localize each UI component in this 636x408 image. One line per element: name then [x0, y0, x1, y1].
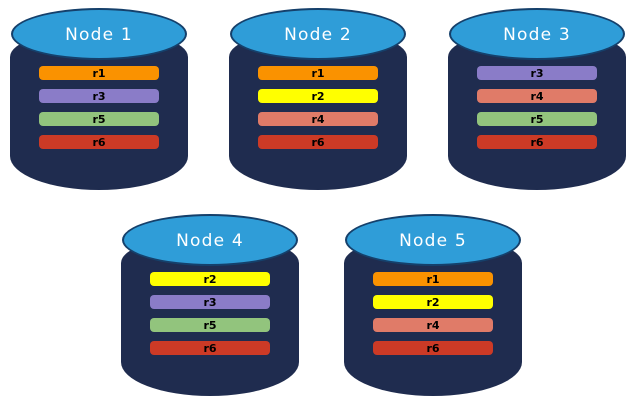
node-title: Node 1 [65, 24, 133, 45]
replica-bar[interactable]: r1 [39, 66, 159, 80]
cylinder-top-icon: Node 1 [11, 8, 187, 60]
replica-bar[interactable]: r6 [258, 135, 378, 149]
replica-bar[interactable]: r6 [373, 341, 493, 355]
replica-bar[interactable]: r3 [477, 66, 597, 80]
replica-bar[interactable]: r3 [150, 295, 270, 309]
replica-bar[interactable]: r4 [373, 318, 493, 332]
node-title: Node 5 [399, 230, 467, 251]
replica-bar[interactable]: r1 [258, 66, 378, 80]
replica-bar[interactable]: r6 [477, 135, 597, 149]
replica-bar[interactable]: r6 [150, 341, 270, 355]
replica-label: r4 [426, 318, 440, 332]
replica-label: r6 [530, 135, 544, 149]
cylinder-top-icon: Node 3 [449, 8, 625, 60]
replica-label: r6 [92, 135, 106, 149]
replica-list: r1 r3 r5 r6 [39, 66, 159, 149]
replica-list: r1 r2 r4 r6 [373, 272, 493, 355]
replica-label: r2 [426, 295, 440, 309]
replica-label: r5 [203, 318, 217, 332]
replica-list: r2 r3 r5 r6 [150, 272, 270, 355]
replica-bar[interactable]: r5 [150, 318, 270, 332]
cylinder-top-icon: Node 2 [230, 8, 406, 60]
replica-label: r4 [530, 89, 544, 103]
replica-bar[interactable]: r5 [39, 112, 159, 126]
replica-bar[interactable]: r6 [39, 135, 159, 149]
replica-bar[interactable]: r4 [477, 89, 597, 103]
node-title: Node 2 [284, 24, 352, 45]
replica-bar[interactable]: r2 [258, 89, 378, 103]
replica-label: r2 [203, 272, 217, 286]
replica-label: r6 [426, 341, 440, 355]
replica-label: r4 [311, 112, 325, 126]
replica-label: r1 [426, 272, 440, 286]
replica-label: r3 [530, 66, 544, 80]
replica-bar[interactable]: r2 [150, 272, 270, 286]
replica-label: r1 [311, 66, 325, 80]
replica-bar[interactable]: r2 [373, 295, 493, 309]
replica-label: r5 [530, 112, 544, 126]
replica-bar[interactable]: r4 [258, 112, 378, 126]
replica-label: r3 [92, 89, 106, 103]
database-node-2[interactable]: Node 2 r1 r2 r4 r6 [229, 8, 407, 190]
replica-label: r2 [311, 89, 325, 103]
replica-bar[interactable]: r5 [477, 112, 597, 126]
database-node-3[interactable]: Node 3 r3 r4 r5 r6 [448, 8, 626, 190]
replica-label: r6 [203, 341, 217, 355]
replica-list: r3 r4 r5 r6 [477, 66, 597, 149]
replica-label: r5 [92, 112, 106, 126]
replica-bar[interactable]: r1 [373, 272, 493, 286]
node-title: Node 4 [176, 230, 244, 251]
database-node-1[interactable]: Node 1 r1 r3 r5 r6 [10, 8, 188, 190]
replica-list: r1 r2 r4 r6 [258, 66, 378, 149]
replica-bar[interactable]: r3 [39, 89, 159, 103]
node-title: Node 3 [503, 24, 571, 45]
replica-label: r6 [311, 135, 325, 149]
database-node-5[interactable]: Node 5 r1 r2 r4 r6 [344, 214, 522, 396]
database-node-4[interactable]: Node 4 r2 r3 r5 r6 [121, 214, 299, 396]
cylinder-top-icon: Node 5 [345, 214, 521, 266]
replica-label: r1 [92, 66, 106, 80]
cylinder-top-icon: Node 4 [122, 214, 298, 266]
replica-label: r3 [203, 295, 217, 309]
